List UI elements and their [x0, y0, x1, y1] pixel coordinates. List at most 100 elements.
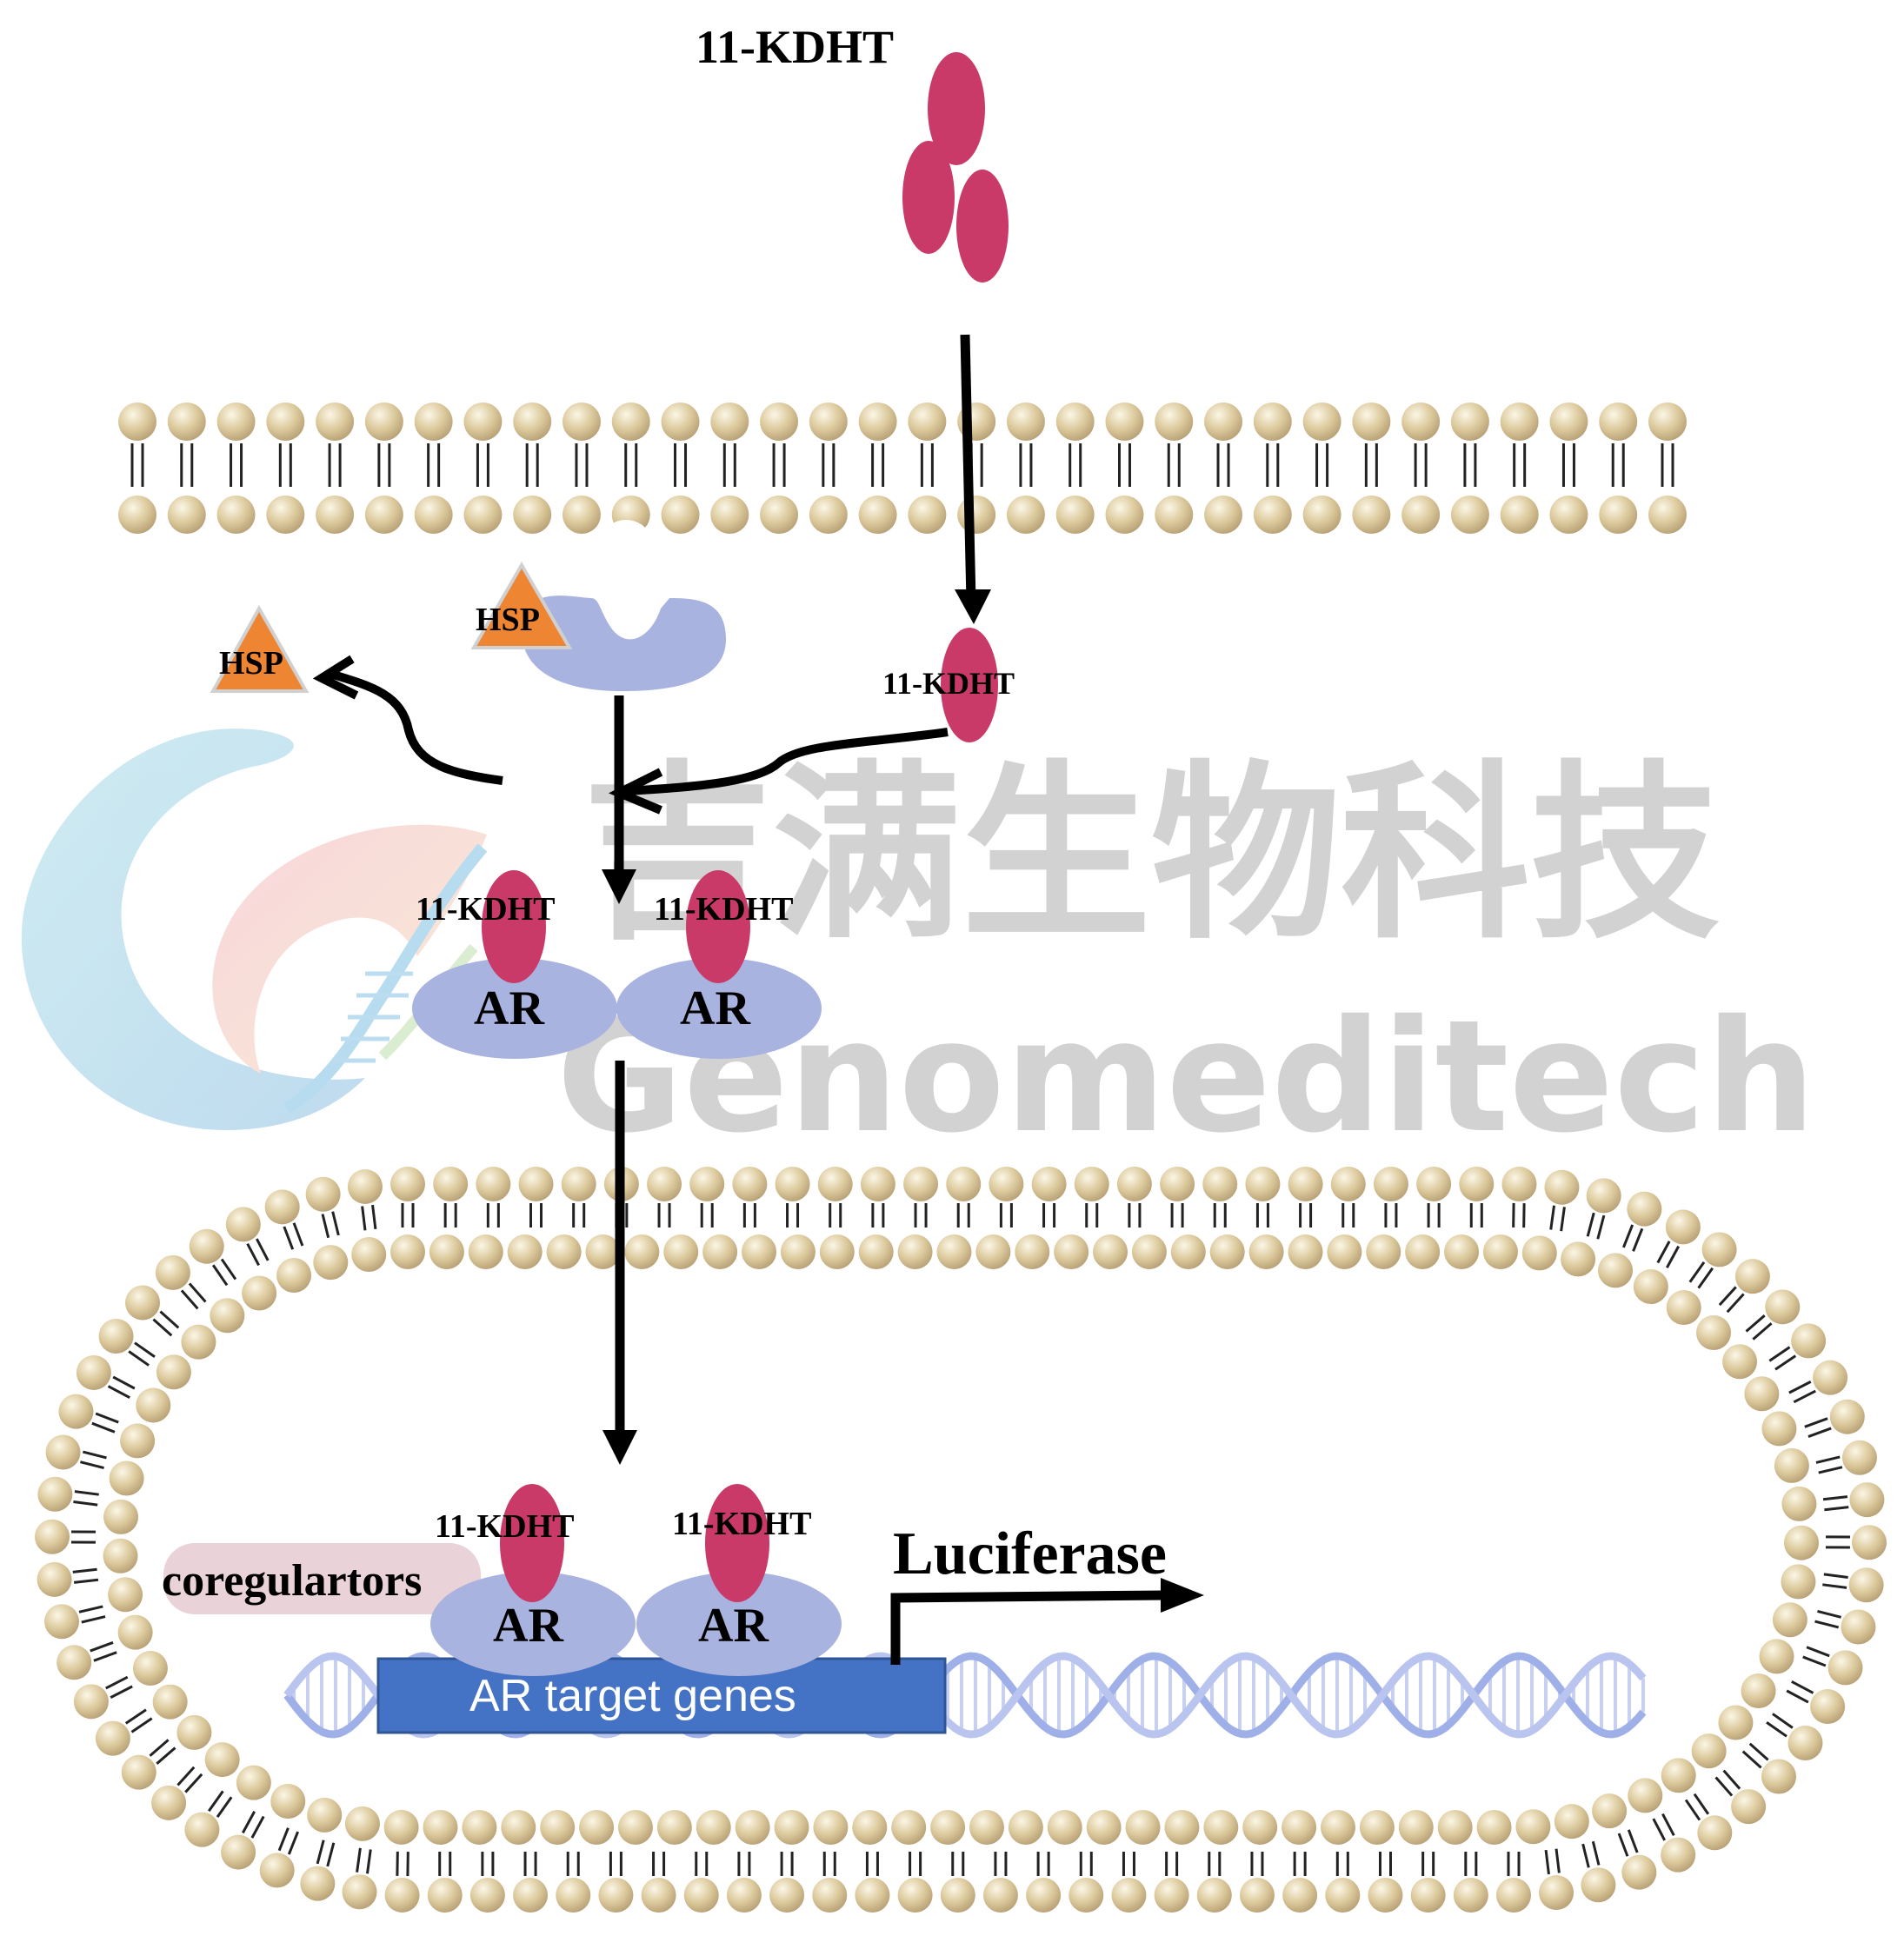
lipid-tail — [1745, 1314, 1766, 1333]
lipid-tail — [1586, 1212, 1595, 1237]
entry-arrow — [960, 334, 976, 602]
lipid-tail — [321, 1214, 330, 1239]
lipid-head — [1599, 496, 1638, 534]
lipid-head — [155, 1254, 190, 1290]
androgen-receptor — [636, 1572, 842, 1676]
lipid-head — [1204, 403, 1243, 441]
lipid-head — [1586, 1178, 1621, 1214]
membrane-gap — [598, 520, 654, 575]
lipid-tail — [316, 1840, 325, 1865]
lipid-head — [513, 496, 552, 534]
lipid-head — [167, 403, 206, 441]
cell-membrane-bilayer — [118, 403, 1687, 534]
lipid-tail — [72, 1567, 97, 1573]
lipid-head — [216, 496, 256, 534]
lipid-head — [809, 403, 848, 441]
lipid-head — [1787, 1725, 1823, 1760]
lipid-head — [1691, 1733, 1727, 1769]
lipid-head — [1160, 1167, 1195, 1201]
lipid-tail — [105, 1675, 129, 1690]
lipid-head — [1695, 1314, 1731, 1350]
lipid-head — [1759, 1639, 1794, 1674]
lipid-head — [1031, 1167, 1067, 1201]
watermark-logo — [21, 729, 488, 1130]
lipid-head — [1592, 1793, 1628, 1829]
lipid-head — [423, 1810, 458, 1845]
lipid-head — [957, 496, 996, 534]
lipid-head — [216, 403, 256, 441]
lipid-head — [819, 1234, 855, 1269]
lipid-head — [1069, 1878, 1104, 1913]
lipid-tail — [1549, 1205, 1556, 1230]
lipid-head — [1239, 1878, 1275, 1913]
lipid-head — [57, 1645, 92, 1680]
ar-dimer-cytoplasm: 11-KDHT 11-KDHT AR AR — [412, 870, 822, 1059]
lipid-tail — [1818, 1466, 1843, 1474]
lipid-head — [1501, 1167, 1537, 1202]
lipid-head — [136, 1387, 171, 1423]
lipid-tail — [73, 1578, 99, 1584]
lipid-head — [259, 1853, 295, 1888]
lipid-tail — [1560, 1207, 1566, 1232]
lipid-tail — [1652, 1818, 1667, 1841]
lipid-head — [236, 1765, 271, 1800]
lipid-tail — [287, 1831, 299, 1855]
lipid-head — [225, 1207, 261, 1242]
lipid-head — [518, 1167, 554, 1201]
lipid-head — [1453, 1878, 1488, 1913]
lipid-head — [1368, 1878, 1403, 1913]
lipid-head — [1783, 1525, 1819, 1560]
lipid-head — [468, 1234, 503, 1269]
lipid-head — [1661, 1837, 1696, 1873]
lipid-tail — [1661, 1813, 1675, 1837]
dimer1-right-ligand-label: 11-KDHT — [654, 891, 793, 928]
lipid-head — [1410, 1878, 1446, 1913]
lipid-head — [989, 1167, 1024, 1201]
lipid-tail — [361, 1206, 367, 1231]
lipid-head — [1373, 1167, 1408, 1201]
lipid-head — [1741, 1673, 1776, 1709]
lipid-tail — [1788, 1381, 1812, 1394]
lipid-head — [1026, 1878, 1062, 1913]
lipid-head — [1325, 1878, 1361, 1913]
lipid-head — [940, 1878, 975, 1913]
lipid-head — [624, 1234, 660, 1269]
lipid-head — [1722, 1344, 1758, 1380]
lipid-head — [1744, 1376, 1780, 1412]
lipid-head — [181, 1324, 216, 1360]
lipid-head — [414, 403, 453, 441]
lipid-head — [1697, 1815, 1733, 1851]
lipid-head — [152, 1684, 188, 1720]
ligand-molecule — [482, 870, 546, 983]
lipid-head — [1500, 496, 1539, 534]
transcription-arrow — [890, 1590, 1166, 1665]
hsp-free-triangle — [210, 604, 310, 693]
lipid-head — [1829, 1399, 1865, 1434]
lipid-head — [1848, 1567, 1884, 1603]
lipid-head — [689, 1167, 725, 1201]
lipid-tail — [1726, 1293, 1745, 1314]
lipid-head — [463, 403, 503, 441]
lipid-tail — [250, 1815, 265, 1839]
lipid-tail — [1823, 1573, 1848, 1579]
lipid-head — [760, 496, 799, 534]
lipid-tail — [207, 1790, 224, 1813]
lipid-head — [1401, 403, 1441, 441]
lipid-head — [760, 403, 799, 441]
dna-strand — [283, 1652, 1647, 1739]
target-genes-box — [376, 1657, 947, 1734]
lipid-tail — [1544, 1849, 1550, 1875]
lipid-head — [1125, 1810, 1161, 1845]
lipid-tail — [1822, 1583, 1847, 1589]
lipid-head — [1047, 1810, 1082, 1845]
lipid-tail — [1714, 1776, 1734, 1797]
lipid-head — [1633, 1269, 1668, 1305]
ligand-molecule — [686, 870, 750, 983]
lipid-head — [561, 1167, 596, 1201]
lipid-head — [1734, 1259, 1770, 1294]
lipid-head — [1055, 496, 1095, 534]
lipid-tail — [1824, 1506, 1849, 1512]
lipid-head — [946, 1167, 982, 1201]
lipid-head — [118, 403, 156, 441]
lipid-head — [897, 1234, 933, 1269]
